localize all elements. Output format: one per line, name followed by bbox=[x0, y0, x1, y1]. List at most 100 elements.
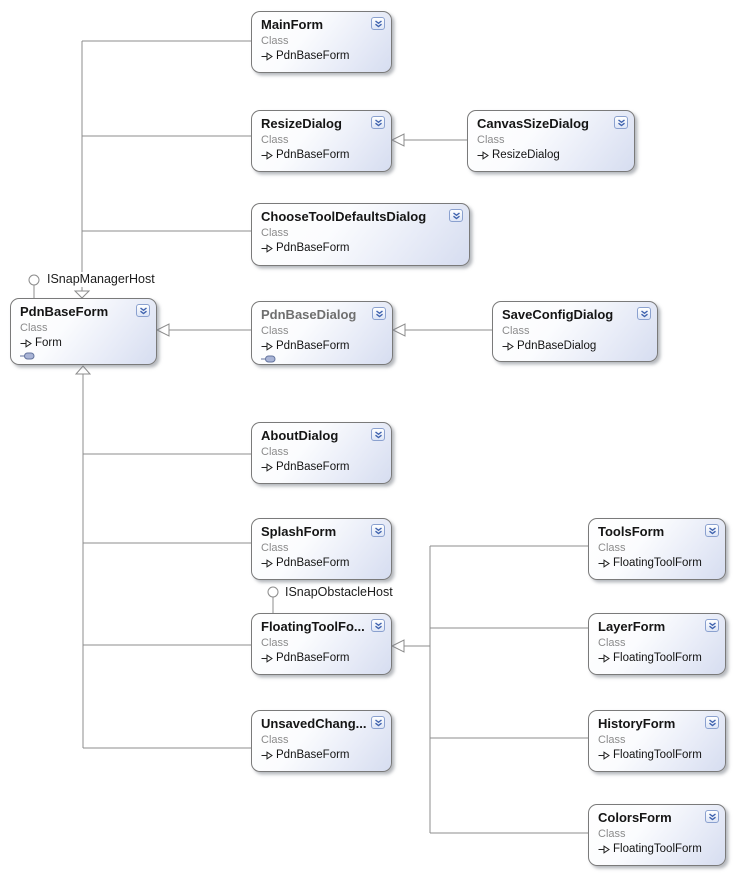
collapse-chevron-button[interactable] bbox=[136, 304, 150, 317]
members-row bbox=[20, 352, 148, 360]
class-kind-label: Class bbox=[261, 227, 289, 239]
collapse-chevron-button[interactable] bbox=[371, 716, 385, 729]
base-type-row: PdnBaseForm bbox=[261, 241, 461, 256]
base-type-name: PdnBaseForm bbox=[276, 557, 350, 569]
inherits-arrow-icon bbox=[261, 342, 273, 351]
base-type-name: PdnBaseForm bbox=[276, 461, 350, 473]
class-node-pdnbasedialog[interactable]: PdnBaseDialog Class PdnBaseForm bbox=[251, 301, 393, 365]
inherits-arrow-icon bbox=[502, 342, 514, 351]
collapse-chevron-button[interactable] bbox=[371, 17, 385, 30]
inherits-arrow-icon bbox=[261, 559, 273, 568]
class-node-resizedialog[interactable]: ResizeDialog Class PdnBaseForm bbox=[251, 110, 392, 172]
class-node-historyform[interactable]: HistoryForm Class FloatingToolForm bbox=[588, 710, 726, 772]
collapse-chevron-button[interactable] bbox=[614, 116, 628, 129]
class-name: SaveConfigDialog bbox=[502, 307, 614, 322]
class-node-aboutdialog[interactable]: AboutDialog Class PdnBaseForm bbox=[251, 422, 392, 484]
class-name: MainForm bbox=[261, 17, 324, 32]
class-name: FloatingToolFo... bbox=[261, 619, 365, 634]
inherits-arrow-icon bbox=[20, 339, 32, 348]
interface-label-isnapmanagerhost: ISnapManagerHost bbox=[46, 272, 156, 287]
class-name: LayerForm bbox=[598, 619, 666, 634]
class-kind-label: Class bbox=[502, 325, 530, 337]
class-name: PdnBaseDialog bbox=[261, 307, 357, 322]
class-node-toolsform[interactable]: ToolsForm Class FloatingToolForm bbox=[588, 518, 726, 580]
class-node-splashform[interactable]: SplashForm Class PdnBaseForm bbox=[251, 518, 392, 580]
base-type-name: PdnBaseForm bbox=[276, 749, 350, 761]
collapsed-members-icon bbox=[261, 350, 276, 367]
base-type-row: PdnBaseForm bbox=[261, 49, 383, 64]
lollipop-circle-isnapobstaclehost bbox=[267, 586, 279, 598]
base-type-name: PdnBaseForm bbox=[276, 652, 350, 664]
base-type-name: FloatingToolForm bbox=[613, 557, 702, 569]
class-node-floatingtoolform[interactable]: FloatingToolFo... Class PdnBaseForm bbox=[251, 613, 392, 675]
inherits-arrow-icon bbox=[598, 845, 610, 854]
class-node-layerform[interactable]: LayerForm Class FloatingToolForm bbox=[588, 613, 726, 675]
inherits-arrow-icon bbox=[598, 751, 610, 760]
members-row bbox=[261, 355, 384, 363]
class-name: PdnBaseForm bbox=[20, 304, 109, 319]
collapse-chevron-button[interactable] bbox=[705, 716, 719, 729]
class-name: SplashForm bbox=[261, 524, 337, 539]
inherits-arrow-icon bbox=[598, 654, 610, 663]
class-kind-label: Class bbox=[261, 35, 289, 47]
class-node-colorsform[interactable]: ColorsForm Class FloatingToolForm bbox=[588, 804, 726, 866]
class-kind-label: Class bbox=[261, 134, 289, 146]
class-kind-label: Class bbox=[477, 134, 505, 146]
collapse-chevron-button[interactable] bbox=[705, 619, 719, 632]
base-type-row: Form bbox=[20, 336, 148, 351]
base-type-name: PdnBaseForm bbox=[276, 340, 350, 352]
class-name: CanvasSizeDialog bbox=[477, 116, 589, 131]
class-kind-label: Class bbox=[598, 637, 626, 649]
collapse-chevron-button[interactable] bbox=[372, 307, 386, 320]
base-type-name: PdnBaseDialog bbox=[517, 340, 597, 352]
collapse-chevron-button[interactable] bbox=[705, 810, 719, 823]
arrowhead-into-pdnbasedialog bbox=[391, 323, 406, 337]
base-type-row: ResizeDialog bbox=[477, 148, 626, 163]
base-type-row: PdnBaseForm bbox=[261, 339, 384, 354]
arrowhead-into-pdnbaseform-bottom bbox=[74, 365, 92, 375]
base-type-row: PdnBaseForm bbox=[261, 556, 383, 571]
base-type-name: FloatingToolForm bbox=[613, 652, 702, 664]
class-node-canvassizedialog[interactable]: CanvasSizeDialog Class ResizeDialog bbox=[467, 110, 635, 172]
class-kind-label: Class bbox=[261, 637, 289, 649]
inherits-arrow-icon bbox=[261, 52, 273, 61]
inherits-arrow-icon bbox=[261, 751, 273, 760]
arrowhead-into-pdnbaseform-top bbox=[73, 290, 91, 299]
inherits-arrow-icon bbox=[598, 559, 610, 568]
collapse-chevron-button[interactable] bbox=[371, 116, 385, 129]
collapse-chevron-button[interactable] bbox=[705, 524, 719, 537]
collapse-chevron-button[interactable] bbox=[449, 209, 463, 222]
arrowhead-into-resizedialog bbox=[390, 133, 405, 147]
class-node-mainform[interactable]: MainForm Class PdnBaseForm bbox=[251, 11, 392, 73]
class-kind-label: Class bbox=[261, 325, 289, 337]
base-type-row: PdnBaseForm bbox=[261, 460, 383, 475]
collapse-chevron-button[interactable] bbox=[371, 619, 385, 632]
collapse-chevron-button[interactable] bbox=[637, 307, 651, 320]
class-node-pdnbaseform[interactable]: PdnBaseForm Class Form bbox=[10, 298, 157, 365]
class-kind-label: Class bbox=[598, 828, 626, 840]
base-type-name: FloatingToolForm bbox=[613, 749, 702, 761]
class-name: HistoryForm bbox=[598, 716, 676, 731]
base-type-row: FloatingToolForm bbox=[598, 748, 717, 763]
class-node-unsavedchanges[interactable]: UnsavedChang... Class PdnBaseForm bbox=[251, 710, 392, 772]
base-type-row: FloatingToolForm bbox=[598, 651, 717, 666]
class-kind-label: Class bbox=[261, 734, 289, 746]
class-kind-label: Class bbox=[261, 542, 289, 554]
inherits-arrow-icon bbox=[261, 151, 273, 160]
collapse-chevron-button[interactable] bbox=[371, 524, 385, 537]
class-kind-label: Class bbox=[598, 734, 626, 746]
inherits-arrow-icon bbox=[261, 463, 273, 472]
collapse-chevron-button[interactable] bbox=[371, 428, 385, 441]
class-kind-label: Class bbox=[20, 322, 48, 334]
class-node-saveconfigdialog[interactable]: SaveConfigDialog Class PdnBaseDialog bbox=[492, 301, 658, 362]
class-kind-label: Class bbox=[598, 542, 626, 554]
class-name: ToolsForm bbox=[598, 524, 665, 539]
base-type-row: PdnBaseForm bbox=[261, 748, 383, 763]
base-type-row: FloatingToolForm bbox=[598, 556, 717, 571]
base-type-name: Form bbox=[35, 337, 62, 349]
class-node-choosetooldefaultsdialog[interactable]: ChooseToolDefaultsDialog Class PdnBaseFo… bbox=[251, 203, 470, 266]
interface-label-isnapobstaclehost: ISnapObstacleHost bbox=[284, 585, 394, 600]
base-type-name: PdnBaseForm bbox=[276, 50, 350, 62]
arrowhead-into-floatingtoolform bbox=[390, 639, 405, 653]
